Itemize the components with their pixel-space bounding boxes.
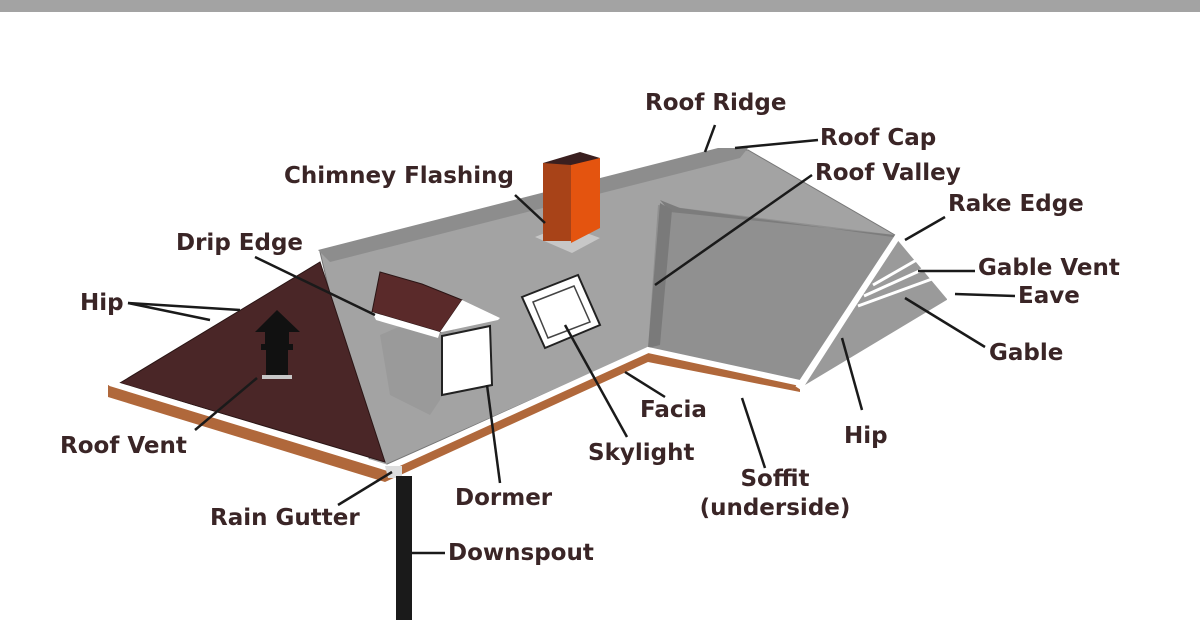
label-roof-vent: Roof Vent — [60, 433, 187, 459]
gable-wing — [648, 205, 895, 385]
leader-roof-ridge — [703, 124, 717, 153]
leader-chimney-flashing — [514, 194, 546, 224]
roof-vent-graphic — [255, 310, 300, 379]
label-roof-ridge: Roof Ridge — [645, 90, 787, 116]
label-dormer: Dormer — [455, 485, 553, 511]
label-skylight: Skylight — [588, 440, 695, 466]
leader-gable — [904, 296, 986, 349]
label-rain-gutter: Rain Gutter — [210, 505, 360, 531]
ridge-strip — [318, 148, 748, 262]
label-hip-left: Hip — [80, 290, 124, 316]
label-gable: Gable — [989, 340, 1064, 366]
leader-lines — [127, 124, 1016, 555]
downspout-pipe — [396, 476, 412, 620]
label-eave: Eave — [1018, 283, 1080, 309]
facia-board — [108, 348, 800, 482]
chimney-graphic — [535, 152, 600, 253]
leader-hip-left-a — [127, 301, 241, 312]
leader-skylight — [563, 324, 629, 438]
leader-dormer — [485, 384, 502, 484]
label-gable-vent: Gable Vent — [978, 255, 1120, 281]
leader-hip-left-b — [127, 301, 211, 322]
label-roof-valley: Roof Valley — [815, 160, 961, 186]
label-soffit: Soffit — [740, 466, 810, 492]
label-downspout: Downspout — [448, 540, 594, 566]
skylight-graphic — [520, 273, 602, 350]
label-rake-edge: Rake Edge — [948, 191, 1084, 217]
dormer-graphic — [371, 271, 500, 415]
label-roof-cap: Roof Cap — [820, 125, 937, 151]
hip-face — [118, 261, 386, 463]
leader-soffit — [740, 397, 767, 469]
leader-facia — [624, 370, 666, 399]
leader-roof-valley — [654, 173, 813, 287]
leader-rake-edge — [904, 215, 946, 242]
valley-edge — [648, 203, 672, 348]
leader-eave — [954, 292, 1016, 298]
leader-rain-gutter — [337, 470, 393, 507]
gable-vent-slat — [872, 256, 921, 287]
label-facia: Facia — [640, 397, 707, 423]
leader-hip-right — [840, 337, 864, 411]
leader-roof-vent — [194, 377, 258, 431]
leader-roof-cap — [734, 138, 819, 150]
label-chimney-flashing: Chimney Flashing — [284, 163, 514, 189]
leader-drip-edge — [254, 255, 376, 317]
top-bar — [0, 0, 1200, 12]
label-drip-edge: Drip Edge — [176, 230, 304, 256]
gutter-trim — [109, 346, 801, 472]
gable-face — [805, 240, 950, 385]
gable-vent-slat — [863, 266, 927, 298]
gable-wing-top — [660, 200, 900, 238]
label-soffit-underside: (underside) — [699, 495, 851, 521]
gable-vent-slat — [857, 277, 933, 308]
label-hip-right: Hip — [844, 423, 888, 449]
rake-edge-trim — [795, 230, 953, 390]
